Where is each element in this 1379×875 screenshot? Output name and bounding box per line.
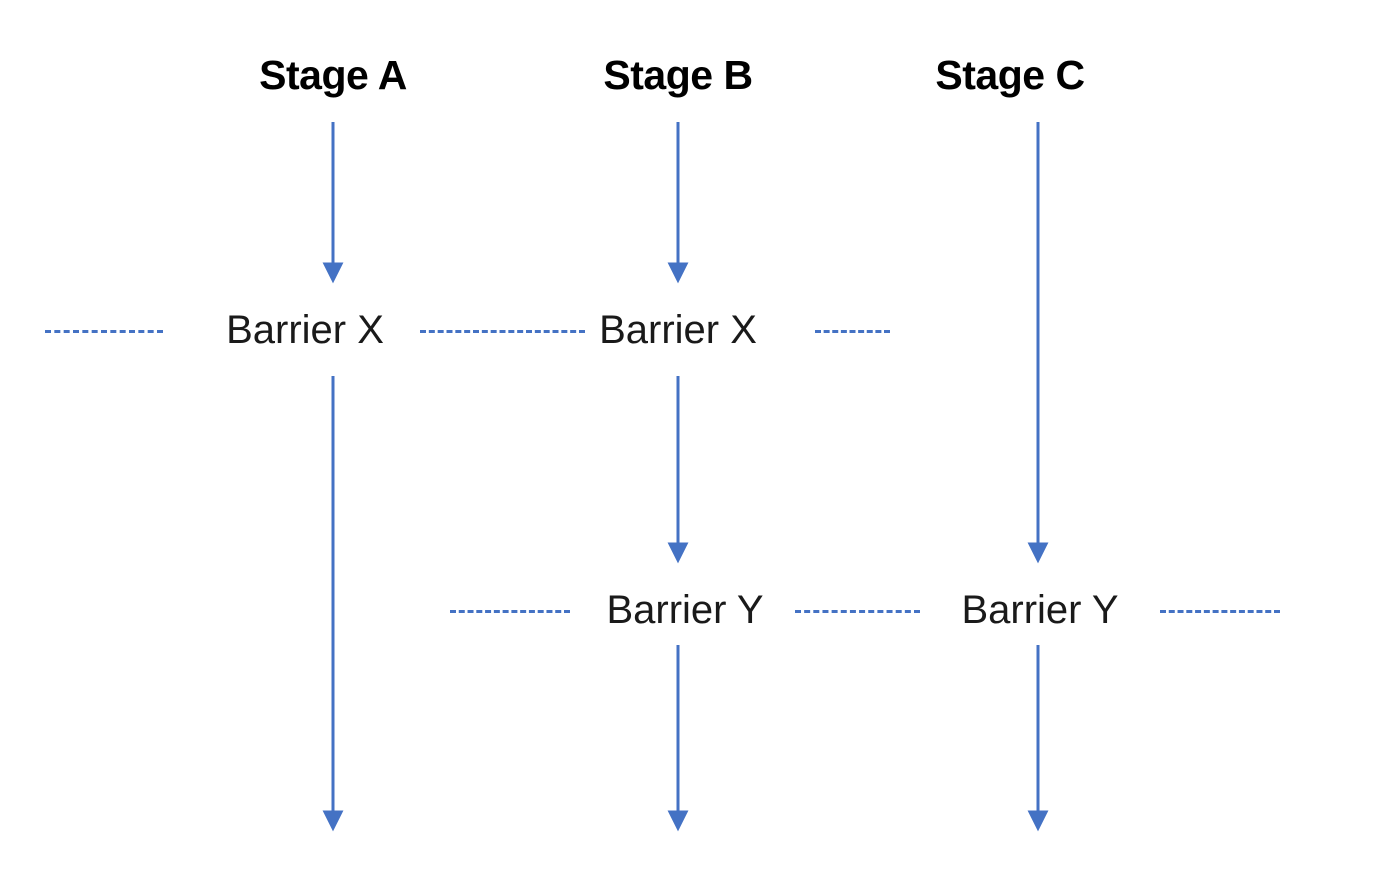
barrier-x-dash-right xyxy=(815,330,890,333)
stage-header-a: Stage A xyxy=(259,55,407,96)
barrier-y-label-stage-b: Barrier Y xyxy=(600,588,770,632)
stage-header-c: Stage C xyxy=(935,52,1085,98)
barrier-x-label-stage-a-text: Barrier X xyxy=(226,308,384,352)
barrier-y-label-stage-c: Barrier Y xyxy=(955,588,1125,632)
stage-header-b: Stage B xyxy=(603,52,753,98)
barrier-y-label-stage-b-text: Barrier Y xyxy=(606,588,764,632)
barrier-x-dash-middle xyxy=(420,330,585,333)
barrier-x-label-stage-a: Barrier X xyxy=(220,310,390,350)
barrier-x-label-stage-b: Barrier X xyxy=(593,310,763,350)
barrier-x-label-stage-b-text: Barrier X xyxy=(599,308,757,352)
barrier-y-dash-left xyxy=(450,610,570,613)
barrier-y-label-stage-c-text: Barrier Y xyxy=(961,588,1119,632)
barrier-y-dash-middle xyxy=(795,610,920,613)
stage-header-a-label: Stage A xyxy=(259,52,407,98)
barrier-x-dash-left xyxy=(45,330,163,333)
stage-header-b-label: Stage B xyxy=(603,52,753,98)
barrier-y-dash-right xyxy=(1160,610,1280,613)
stage-header-c-label: Stage C xyxy=(935,52,1085,98)
